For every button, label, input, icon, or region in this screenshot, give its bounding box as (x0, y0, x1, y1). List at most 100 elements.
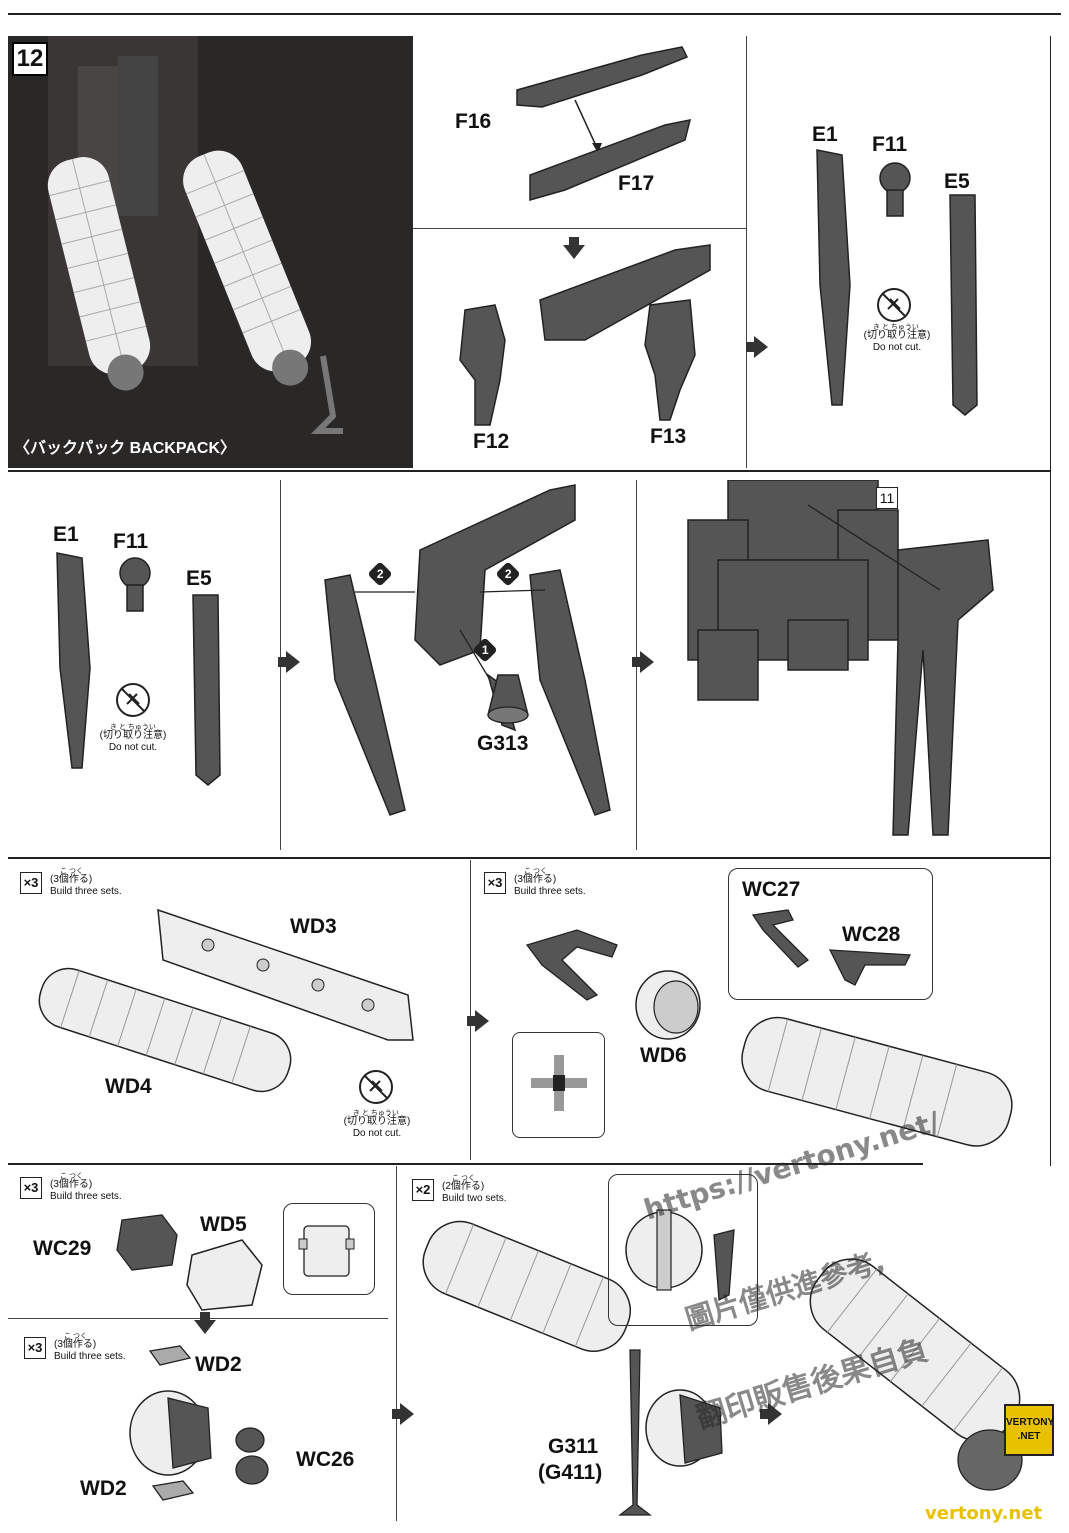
detail-box (283, 1203, 375, 1295)
wc27-part-drawing (751, 909, 810, 968)
wd5-part-drawing (186, 1239, 263, 1311)
wc2-frame-drawing (525, 929, 618, 1001)
wd6-part-drawing (635, 970, 701, 1040)
make3-furigana: こ つく (60, 868, 83, 875)
build-count-badge: ×3 (20, 872, 42, 894)
watermark-footer: vertony.net (925, 1503, 1043, 1524)
divider (746, 36, 747, 468)
donotcut-en: Do not cut. (872, 342, 922, 353)
make3-en: Build three sets. (50, 1191, 122, 1202)
donotcut-jp: (切り取り注意) (863, 330, 931, 341)
right-border (1050, 36, 1051, 1166)
backpack-title: 〈バックパック BACKPACK〉 (14, 440, 237, 457)
no-cut-icon (359, 1070, 393, 1104)
wd5-label: WD5 (200, 1213, 247, 1236)
f16-part-drawing (516, 46, 689, 108)
wd-cylinder-drawing (741, 1016, 1013, 1147)
next-arrow (632, 651, 654, 673)
wc28-label: WC28 (842, 923, 901, 946)
f11-label: F11 (872, 133, 908, 156)
no-cut-icon (877, 288, 911, 322)
make3-jp: (3個作る) (50, 874, 93, 885)
donotcut-jp: (切り取り注意) (343, 1116, 411, 1127)
f16-label: F16 (455, 110, 492, 133)
next-arrow (563, 237, 585, 259)
zoom-callout (512, 1032, 605, 1138)
donotcut-jp: (切り取り注意) (99, 730, 167, 741)
make3-furigana: こ つく (60, 1173, 83, 1180)
divider (470, 860, 471, 1160)
e1-part-drawing (56, 552, 91, 769)
f11-part-drawing (119, 557, 151, 612)
donotcut-furigana: き と ちゅうい (353, 1110, 399, 1117)
no-cut-icon (116, 683, 150, 717)
make3-jp: (3個作る) (54, 1339, 97, 1350)
make3-jp: (3個作る) (514, 874, 557, 885)
top-rule (8, 13, 1061, 15)
make3-en: Build three sets. (514, 886, 586, 897)
step-number: 12 (16, 45, 44, 72)
step-number-badge: 12 (12, 42, 48, 76)
wc2-core-drawing (645, 1389, 723, 1467)
wd5-detail-icon (298, 1225, 355, 1277)
wc26-parts (235, 1427, 269, 1485)
wc28-part-drawing (828, 949, 912, 986)
wd3-part-drawing (157, 908, 414, 1041)
next-arrow (746, 336, 768, 358)
f13-part-drawing (644, 299, 696, 421)
donotcut-en: Do not cut. (108, 742, 158, 753)
divider (8, 1163, 923, 1165)
make2-jp: (2個作る) (442, 1181, 485, 1192)
f11-label: F11 (113, 530, 149, 553)
f13-label: F13 (650, 425, 687, 448)
step-12-photo-panel: 12 〈バックパック BACKPACK〉 (8, 36, 413, 468)
build-count-badge: ×2 (412, 1179, 434, 1201)
divider (8, 1318, 388, 1319)
wd4-label: WD4 (105, 1075, 152, 1098)
e5-label: E5 (186, 567, 212, 590)
wd6-label: WD6 (640, 1044, 687, 1067)
wd2-bottom-part (151, 1480, 195, 1501)
g313-part-drawing (487, 674, 529, 724)
ref-step-box: 11 (876, 487, 898, 509)
f11-part-drawing (879, 162, 911, 217)
wc27-label: WC27 (742, 878, 801, 901)
g313-label: G313 (477, 732, 529, 755)
g411-label: (G411) (538, 1461, 603, 1484)
e5-part-drawing (949, 194, 978, 416)
g311-label: G311 (548, 1435, 599, 1458)
wd2-top-label: WD2 (195, 1353, 242, 1376)
f12-label: F12 (473, 430, 510, 453)
robot-mount-drawing (687, 480, 994, 836)
wc29-part-drawing (116, 1214, 178, 1271)
next-arrow (392, 1403, 414, 1425)
f12-part-drawing (459, 304, 506, 426)
divider (413, 228, 746, 229)
backpack-frame-assembly (324, 484, 611, 816)
e1-label: E1 (812, 123, 838, 146)
make2-en: Build two sets. (442, 1193, 507, 1204)
f17-label: F17 (618, 172, 655, 195)
cross-joint-icon (531, 1055, 587, 1111)
wd-cylinder-drawing (422, 1220, 631, 1352)
cylinder-end-detail (625, 1209, 735, 1302)
wc29-label: WC29 (33, 1237, 92, 1260)
f1-assembly-drawing (539, 244, 711, 341)
e1-part-drawing (816, 149, 851, 406)
next-arrow (760, 1403, 782, 1425)
wd4-part-drawing (38, 967, 292, 1093)
donotcut-furigana: き と ちゅうい (110, 724, 156, 731)
e1-label: E1 (53, 523, 79, 546)
make3-furigana: こ つく (524, 868, 547, 875)
wc2-core-assembly (129, 1390, 212, 1476)
build-count-badge: ×3 (24, 1337, 46, 1359)
wd2-top-part (148, 1345, 192, 1366)
next-arrow (194, 1312, 216, 1334)
divider (396, 1166, 397, 1521)
make3-en: Build three sets. (50, 886, 122, 897)
divider (8, 857, 1050, 859)
make2-furigana: こ つく (452, 1175, 475, 1182)
next-arrow (467, 1010, 489, 1032)
wd3-label: WD3 (290, 915, 337, 938)
next-arrow (278, 651, 300, 673)
